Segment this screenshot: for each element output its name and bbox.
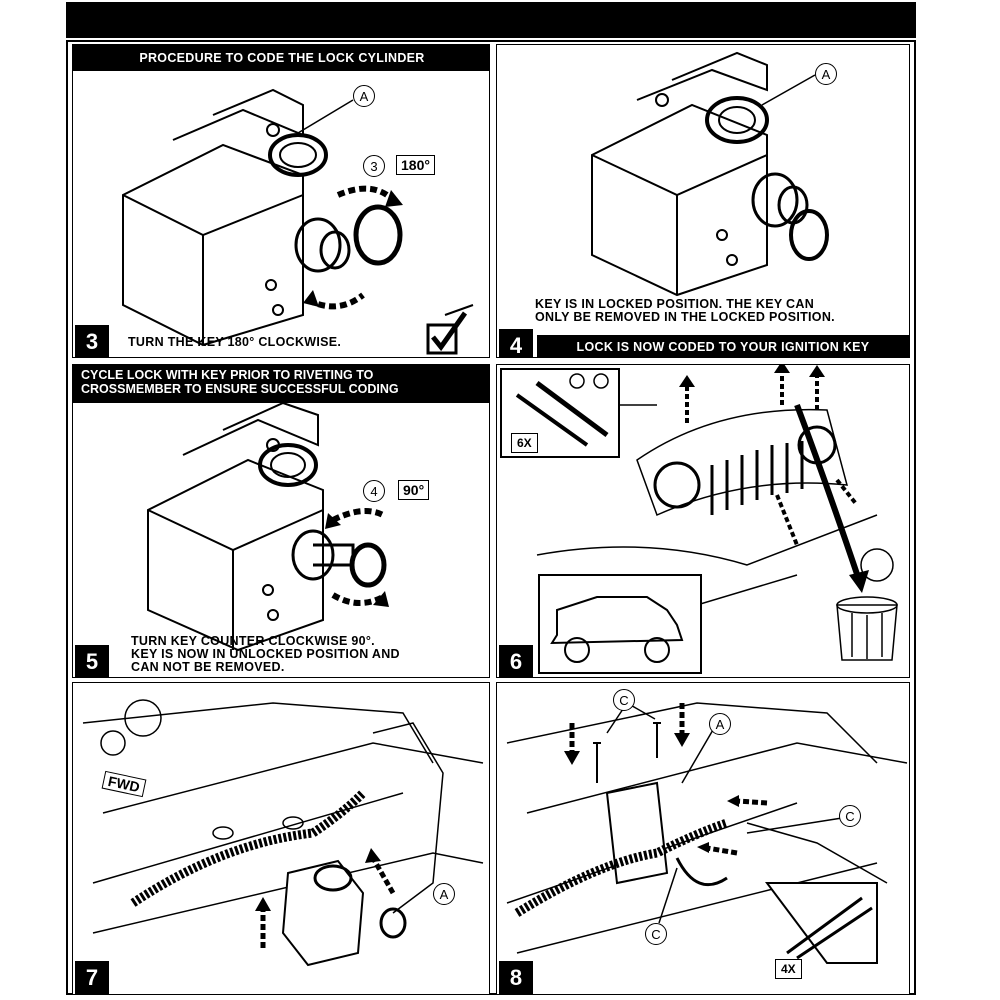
rivet-install-illustration — [506, 702, 908, 964]
step-4-panel: A KEY IS IN LOCKED POSITION. THE KEY CAN… — [496, 44, 910, 358]
step-5-caption-line3: CAN NOT BE REMOVED. — [131, 660, 285, 674]
grille-removal-illustration — [500, 365, 898, 674]
callout-c-top: C — [613, 689, 635, 711]
step-3-number: 3 — [75, 325, 109, 357]
step-5-caption-line1: TURN KEY COUNTER CLOCKWISE 90°. — [131, 634, 375, 648]
degrees-180-label: 180° — [396, 155, 435, 175]
qty-6x-label: 6X — [511, 433, 538, 453]
callout-step-3: 3 — [363, 155, 385, 177]
step-5-panel: CYCLE LOCK WITH KEY PRIOR TO RIVETING TO… — [72, 364, 490, 678]
engine-bay-install-illustration — [82, 699, 484, 967]
step-5-header: CYCLE LOCK WITH KEY PRIOR TO RIVETING TO… — [73, 365, 489, 403]
step-4-caption-line2: ONLY BE REMOVED IN THE LOCKED POSITION. — [535, 310, 835, 324]
step-3-header: PROCEDURE TO CODE THE LOCK CYLINDER — [73, 45, 489, 71]
step-3-caption: TURN THE KEY 180° CLOCKWISE. — [128, 335, 342, 349]
step-4-number: 4 — [499, 329, 533, 357]
step-7-number: 7 — [75, 961, 109, 994]
callout-c-right: C — [839, 805, 861, 827]
callout-a: A — [353, 85, 375, 107]
callout-a: A — [815, 63, 837, 85]
step-6-number: 6 — [499, 645, 533, 677]
step-4-caption-line1: KEY IS IN LOCKED POSITION. THE KEY CAN — [535, 297, 815, 311]
step-5-caption-line2: KEY IS NOW IN UNLOCKED POSITION AND — [131, 647, 400, 661]
callout-step-4: 4 — [363, 480, 385, 502]
qty-4x-label: 4X — [775, 959, 802, 979]
top-banner — [66, 2, 916, 38]
step-8-panel: C A C C 4X 8 — [496, 682, 910, 995]
unlocked-lock-illustration — [147, 401, 389, 652]
step-4-footer-banner: LOCK IS NOW CODED TO YOUR IGNITION KEY — [537, 335, 909, 357]
step-3-panel: PROCEDURE TO CODE THE LOCK CYLINDER A 3 … — [72, 44, 490, 358]
step-7-panel: FWD A 7 — [72, 682, 490, 995]
step-5-header-line2: CROSSMEMBER TO ENSURE SUCCESSFUL CODING — [81, 382, 399, 396]
lock-cylinder-illustration — [122, 88, 474, 355]
callout-a: A — [433, 883, 455, 905]
degrees-90-label: 90° — [398, 480, 430, 500]
step-8-number: 8 — [499, 961, 533, 994]
callout-c-bottom: C — [645, 923, 667, 945]
step-6-panel: 6X 6 — [496, 364, 910, 678]
callout-a: A — [709, 713, 731, 735]
step-5-header-line1: CYCLE LOCK WITH KEY PRIOR TO RIVETING TO — [81, 368, 374, 382]
instruction-sheet-frame — [66, 40, 916, 995]
coded-lock-illustration — [591, 51, 829, 297]
step-5-number: 5 — [75, 645, 109, 677]
